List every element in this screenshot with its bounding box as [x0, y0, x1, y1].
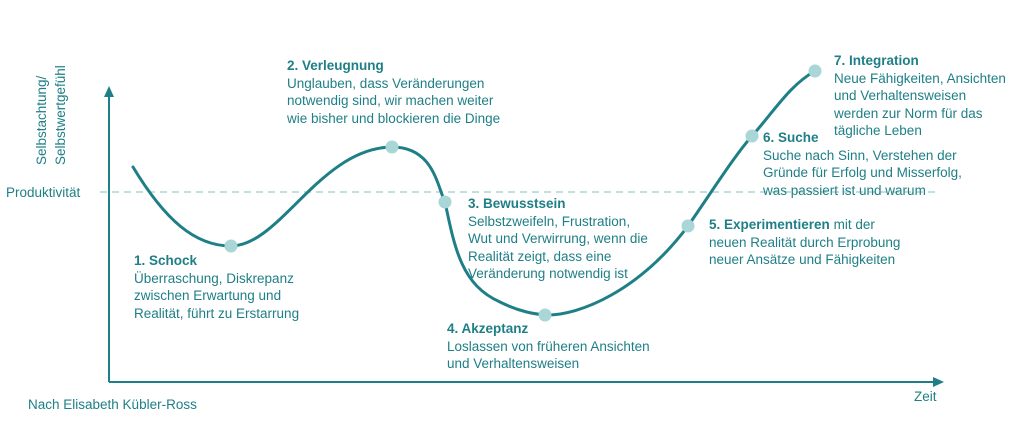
stage-desc: Überraschung, Diskrepanz zwischen Erwart… [134, 270, 300, 321]
stage-label-akzeptanz: 4. Akzeptanz Loslassen von früheren Ansi… [447, 320, 672, 373]
stage-title: 1. Schock [134, 253, 198, 268]
credit-text: Nach Elisabeth Kübler-Ross [28, 397, 197, 412]
stage-label-verleugnung: 2. Verleugnung Unglauben, dass Veränderu… [287, 57, 517, 127]
stage-desc: Selbstzweifeln, Frustration, Wut und Ver… [468, 213, 648, 282]
y-axis-label-line-2: Selbstwertgefühl [53, 65, 68, 165]
stage-label-suche: 6. Suche Suche nach Sinn, Verstehen der … [763, 129, 978, 199]
stage-marker-experimentieren [681, 219, 695, 233]
stage-title: 3. Bewusstsein [468, 196, 566, 211]
stage-marker-suche [745, 129, 759, 143]
stage-marker-verleugnung [385, 140, 399, 154]
stage-title: 7. Integration [834, 53, 919, 68]
x-axis-label: Zeit [914, 389, 937, 404]
stage-label-schock: 1. Schock Überraschung, Diskrepanz zwisc… [134, 252, 329, 322]
stage-title: 5. Experimentieren [709, 217, 830, 232]
stage-desc: Suche nach Sinn, Verstehen der Gründe fü… [763, 147, 962, 198]
stage-marker-bewusstsein [438, 195, 452, 209]
stage-desc: Loslassen von früheren Ansichten und Ver… [447, 338, 650, 372]
stage-label-bewusstsein: 3. Bewusstsein Selbstzweifeln, Frustrati… [468, 195, 648, 283]
stage-label-experimentieren: 5. Experimentieren mit der neuen Realitä… [709, 216, 909, 269]
stage-desc: Neue Fähigkeiten, Ansichten und Verhalte… [834, 70, 1006, 139]
stage-desc: mit der neuen Realität durch Erprobung n… [709, 217, 901, 267]
y-axis-label: Selbstachtung/ Selbstwertgefühl [32, 65, 70, 165]
stage-desc: Unglauben, dass Veränderungen notwendig … [287, 75, 501, 126]
change-curve [131, 69, 817, 317]
stage-title: 6. Suche [763, 130, 819, 145]
productivity-label: Produktivität [6, 185, 81, 200]
y-axis-label-line-1: Selbstachtung/ [34, 75, 49, 165]
y-axis-arrow [104, 86, 114, 97]
stage-title: 2. Verleugnung [287, 58, 384, 73]
stage-marker-schock [224, 239, 238, 253]
stage-label-integration: 7. Integration Neue Fähigkeiten, Ansicht… [834, 52, 1009, 140]
x-axis-arrow [933, 377, 944, 387]
stage-marker-integration [808, 64, 822, 78]
stage-title: 4. Akzeptanz [447, 321, 529, 336]
stage-marker-akzeptanz [538, 308, 552, 322]
